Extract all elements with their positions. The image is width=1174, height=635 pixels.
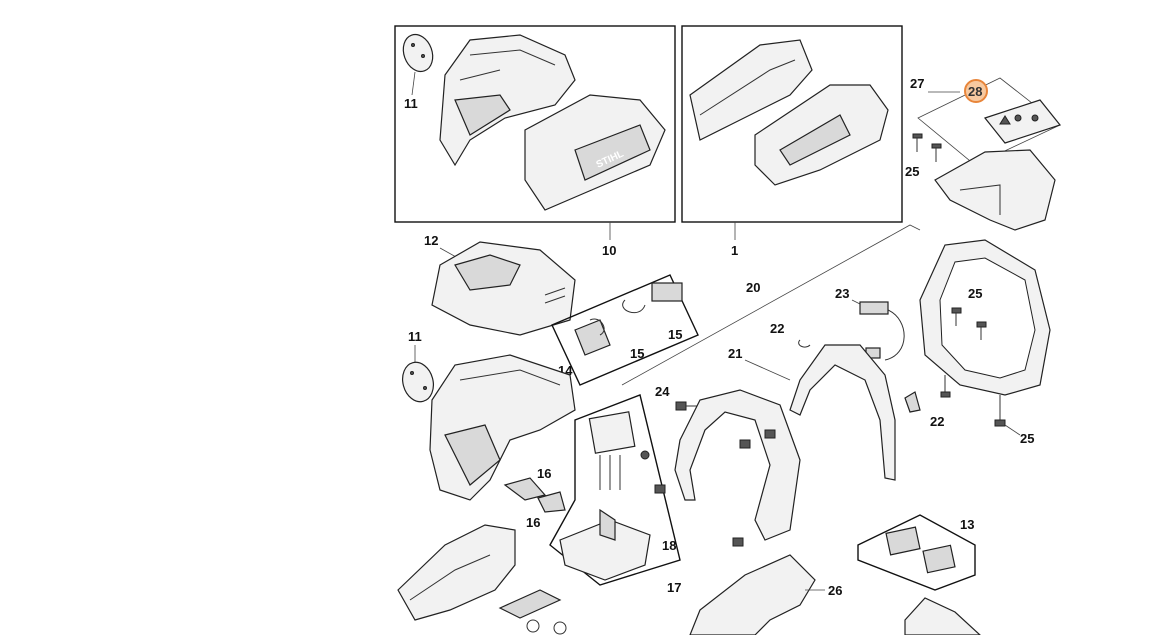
callout-22-right: 22 xyxy=(930,414,944,429)
top-cover-part[interactable] xyxy=(934,149,1056,231)
handle-half-part-bottom[interactable] xyxy=(397,524,516,621)
callout-20: 20 xyxy=(746,280,760,295)
callout-27: 27 xyxy=(910,76,924,91)
callout-12: 12 xyxy=(424,233,438,248)
callout-16b: 16 xyxy=(526,515,540,530)
callout-13: 13 xyxy=(960,517,974,532)
spring-part-bottom[interactable] xyxy=(498,589,567,635)
clip-part-22b[interactable] xyxy=(904,391,921,413)
group-box-14 xyxy=(551,274,699,386)
callout-18: 18 xyxy=(662,538,676,553)
screw-part-25c[interactable] xyxy=(940,375,1006,427)
handle-bar-part-21[interactable] xyxy=(789,344,896,481)
switch-part-15b[interactable] xyxy=(574,318,611,356)
controller-part[interactable] xyxy=(588,411,650,490)
front-bow-part[interactable] xyxy=(674,389,801,541)
callout-26: 26 xyxy=(828,583,842,598)
callout-21: 21 xyxy=(728,346,742,361)
screw-part-25a[interactable] xyxy=(912,133,942,162)
callout-28-highlight[interactable]: 28 xyxy=(964,79,988,103)
warning-label-sticker-part[interactable] xyxy=(983,99,1062,144)
callout-22-mid: 22 xyxy=(770,321,784,336)
screws-front-bow[interactable] xyxy=(654,429,776,547)
housing-shell-part[interactable] xyxy=(439,34,576,167)
callout-24: 24 xyxy=(655,384,670,399)
group-box-10 xyxy=(394,25,676,223)
group-box-1 xyxy=(681,25,903,223)
callout-17: 17 xyxy=(667,580,681,595)
housing-cover-part[interactable]: STIHL xyxy=(524,94,666,211)
callout-16a: 16 xyxy=(537,466,551,481)
callout-15a: 15 xyxy=(668,327,682,342)
callout-11-top: 11 xyxy=(404,96,418,111)
grommet-part-mid[interactable] xyxy=(398,359,437,405)
pad-part-13[interactable] xyxy=(885,526,956,574)
group-box-13 xyxy=(857,514,976,591)
callout-15b: 15 xyxy=(630,346,644,361)
spring-part-16b[interactable] xyxy=(537,491,566,513)
spring-part-16a[interactable] xyxy=(503,477,547,501)
electronics-holder-part-18[interactable] xyxy=(559,508,651,581)
callout-25-top: 25 xyxy=(905,164,919,179)
rear-handle-frame-part[interactable] xyxy=(919,239,1051,396)
grommet-part-top[interactable] xyxy=(398,30,437,75)
callout-23: 23 xyxy=(835,286,849,301)
callout-25-mid: 25 xyxy=(968,286,982,301)
handle-half-right-part[interactable] xyxy=(754,84,889,186)
callout-11-mid: 11 xyxy=(408,329,422,344)
switch-part-15a[interactable] xyxy=(622,282,683,314)
callout-28: 28 xyxy=(968,84,982,99)
group-box-17 xyxy=(549,394,681,586)
clip-part-22a[interactable] xyxy=(798,339,811,348)
callout-1: 1 xyxy=(731,243,738,258)
handle-half-left-part[interactable] xyxy=(689,39,813,141)
side-panel-part-12[interactable] xyxy=(431,241,576,336)
motor-housing-part[interactable] xyxy=(429,354,576,501)
callout-25-bottom: 25 xyxy=(1020,431,1034,446)
partial-part-bottom-right[interactable] xyxy=(904,597,981,635)
gear-housing-part-26[interactable] xyxy=(689,554,816,635)
cable-part-23[interactable] xyxy=(859,301,905,361)
callout-10: 10 xyxy=(602,243,616,258)
screws-25b[interactable] xyxy=(951,307,987,340)
